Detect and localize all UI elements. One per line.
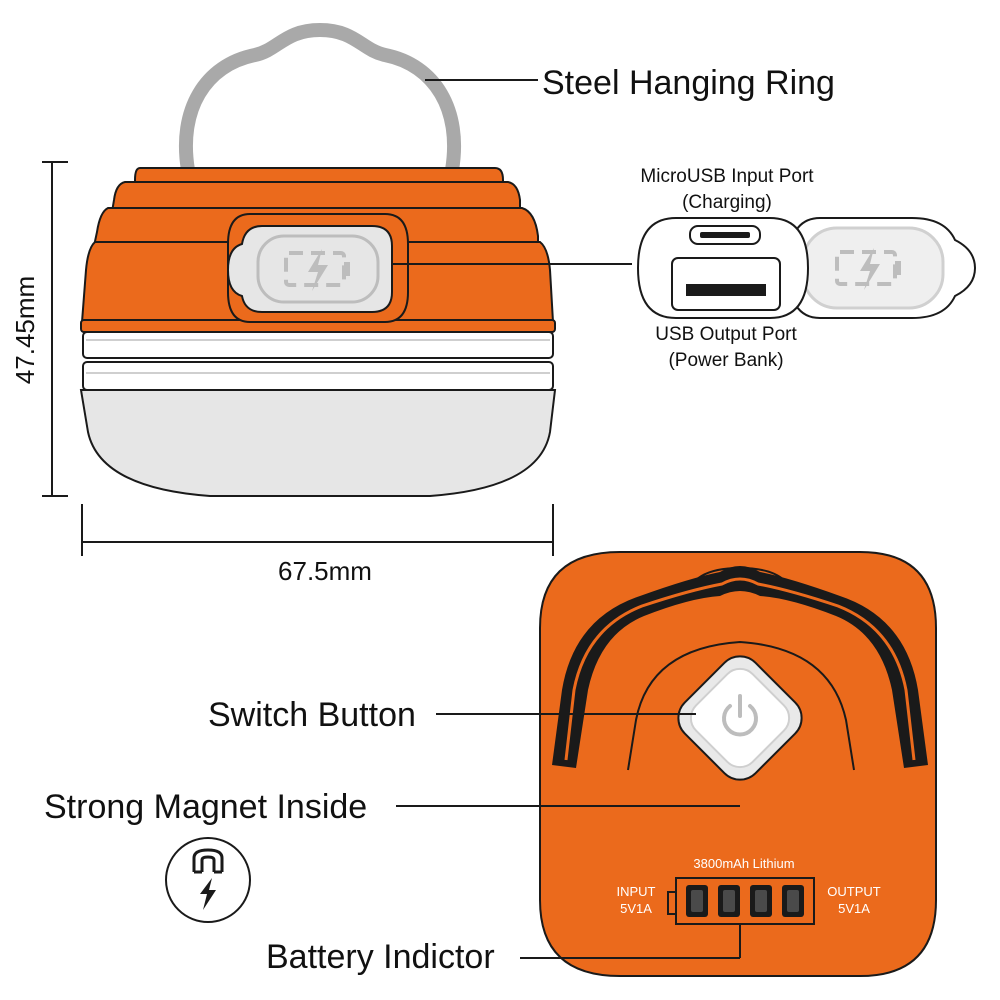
- battery-indicator-label: Battery Indictor: [266, 938, 495, 976]
- side-view: 47.45mm 67.5mm Steel Hanging Ring: [10, 22, 835, 586]
- steel-hanging-ring: [178, 22, 462, 177]
- battery-indicator: [667, 877, 815, 925]
- lens-diffuser: [79, 389, 557, 497]
- battery-charging-icon: [284, 249, 350, 291]
- height-dimension: 47.45mm: [10, 276, 40, 384]
- usb-output-label-2: (Power Bank): [668, 350, 783, 371]
- output-label-2: 5V1A: [838, 901, 870, 916]
- battery-charging-icon: [835, 248, 901, 290]
- silver-ring-upper: [82, 331, 554, 359]
- power-icon: [722, 694, 758, 737]
- switch-button-label: Switch Button: [208, 696, 416, 734]
- port-detail: MicroUSB Input Port (Charging) USB Outpu…: [392, 166, 977, 371]
- input-label-2: 5V1A: [620, 901, 652, 916]
- usb-output-label-1: USB Output Port: [655, 324, 797, 345]
- magnet-icon: [165, 837, 251, 923]
- input-label-1: INPUT: [617, 884, 656, 899]
- output-label-1: OUTPUT: [827, 884, 881, 899]
- micro-usb-label-2: (Charging): [682, 192, 772, 213]
- bottom-view: 3800mAh Lithium INPUT 5V1A OUTPUT 5V1A S…: [44, 551, 937, 977]
- width-dimension: 67.5mm: [278, 556, 372, 586]
- silver-ring-lower: [82, 361, 554, 391]
- battery-capacity-label: 3800mAh Lithium: [693, 856, 794, 871]
- hanging-ring-label: Steel Hanging Ring: [542, 64, 835, 102]
- micro-usb-label-1: MicroUSB Input Port: [640, 166, 814, 187]
- magnet-label: Strong Magnet Inside: [44, 788, 367, 826]
